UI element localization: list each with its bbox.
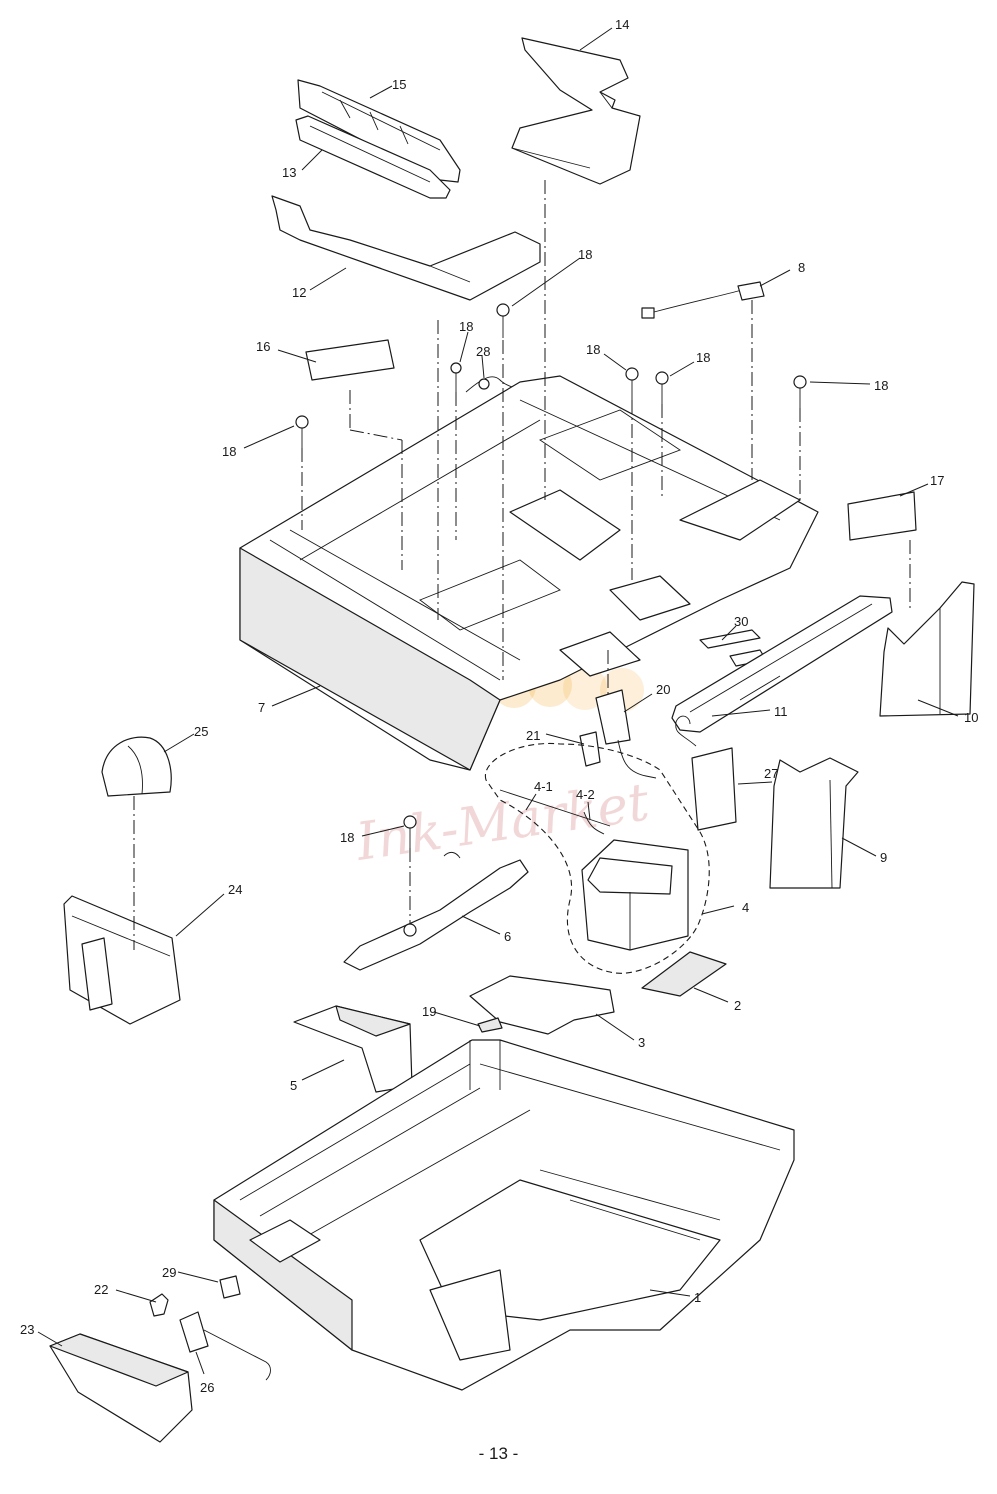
screw-icon	[450, 362, 462, 392]
part-16-label	[305, 339, 395, 381]
screw-icon	[295, 415, 309, 448]
part-12-guide-plate	[271, 195, 541, 301]
part-1-base-frame	[213, 1039, 795, 1391]
callout-4-1: 4-1	[534, 779, 553, 794]
part-6-lever	[343, 851, 529, 971]
callout-10: 10	[964, 710, 978, 725]
callout-20: 20	[656, 682, 670, 697]
callout-5: 5	[290, 1078, 297, 1093]
callout-8: 8	[798, 260, 805, 275]
part-10-side-cover	[879, 581, 975, 717]
callout-19: 19	[422, 1004, 436, 1019]
part-24-holder	[63, 895, 181, 1025]
part-14-cover-plate	[511, 37, 641, 185]
part-8-sensor-cable	[641, 281, 765, 319]
screw-icon	[403, 815, 417, 848]
part-29-block	[219, 1275, 241, 1299]
part-3-sheet	[469, 975, 615, 1035]
callout-18d: 18	[696, 350, 710, 365]
callout-18c: 18	[586, 342, 600, 357]
screw-icon	[496, 303, 510, 338]
part-5-box	[293, 1005, 413, 1093]
callout-1: 1	[694, 1290, 701, 1305]
callout-18f: 18	[222, 444, 236, 459]
part-20-bracket	[595, 689, 657, 779]
callout-21: 21	[526, 728, 540, 743]
page-number: - 13 -	[478, 1444, 519, 1463]
callout-28: 28	[476, 344, 490, 359]
callout-15: 15	[392, 77, 406, 92]
callout-4-2: 4-2	[576, 787, 595, 802]
part-4-ink-unit	[484, 742, 710, 974]
callout-9: 9	[880, 850, 887, 865]
callout-22: 22	[94, 1282, 108, 1297]
callout-26: 26	[200, 1380, 214, 1395]
part-19-tag	[477, 1017, 503, 1033]
part-22-clip	[149, 1293, 169, 1317]
part-25-cap	[101, 736, 172, 797]
screw-icon	[655, 371, 669, 404]
leader-lines	[37, 27, 959, 1375]
callout-18e: 18	[874, 378, 888, 393]
callout-3: 3	[638, 1035, 645, 1050]
callout-2: 2	[734, 998, 741, 1013]
callout-30: 30	[734, 614, 748, 629]
part-2-pad	[641, 951, 727, 997]
part-27-pad	[675, 715, 737, 831]
callout-4: 4	[742, 900, 749, 915]
callout-16: 16	[256, 339, 270, 354]
callout-24: 24	[228, 882, 242, 897]
callout-18b: 18	[459, 319, 473, 334]
screw-icon	[625, 367, 639, 400]
callout-6: 6	[504, 929, 511, 944]
callout-18a: 18	[578, 247, 592, 262]
callout-7: 7	[258, 700, 265, 715]
callout-14: 14	[615, 17, 629, 32]
part-23-tray	[49, 1333, 193, 1443]
screw-icon	[793, 375, 807, 408]
callout-13: 13	[282, 165, 296, 180]
callout-17: 17	[930, 473, 944, 488]
callout-12: 12	[292, 285, 306, 300]
callout-29: 29	[162, 1265, 176, 1280]
part-21-clip	[579, 731, 601, 767]
part-7-upper-frame	[239, 375, 819, 771]
callout-27: 27	[764, 766, 778, 781]
part-26-latch	[179, 1311, 271, 1381]
part-11-front-bar	[671, 595, 893, 733]
callout-18g: 18	[340, 830, 354, 845]
part-9-side-cover	[769, 757, 859, 889]
assembly-center-lines	[133, 180, 911, 950]
part-18-screws	[295, 303, 807, 848]
callout-11: 11	[774, 704, 788, 719]
part-15-roller-guide	[297, 79, 461, 183]
part-17-label	[847, 491, 917, 541]
callout-23: 23	[20, 1322, 34, 1337]
callout-25: 25	[194, 724, 208, 739]
callout-labels: 14 15 13 12 18 8 16 18 28 18 18 18 18 17…	[20, 17, 978, 1395]
